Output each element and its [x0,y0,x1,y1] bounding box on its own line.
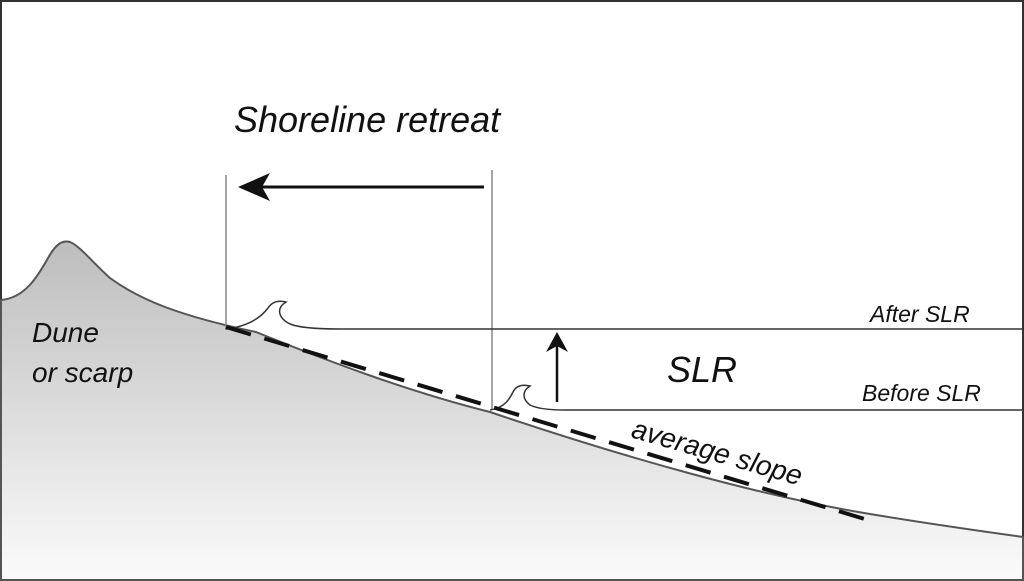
dune-label-line1: Dune [32,317,99,348]
dune-label-line2: or scarp [32,357,133,388]
before-slr-label: Before SLR [862,380,981,406]
shoreline-retreat-arrowhead [238,173,270,201]
land-profile [0,240,1024,581]
average-slope-line [225,325,869,522]
shoreline-retreat-label: Shoreline retreat [234,99,502,140]
after-slr-label: After SLR [868,301,970,327]
slr-label: SLR [667,349,737,390]
slr-arrowhead [546,332,568,352]
before-slr-water-line [489,384,1023,411]
after-slr-water-line [225,300,1023,330]
